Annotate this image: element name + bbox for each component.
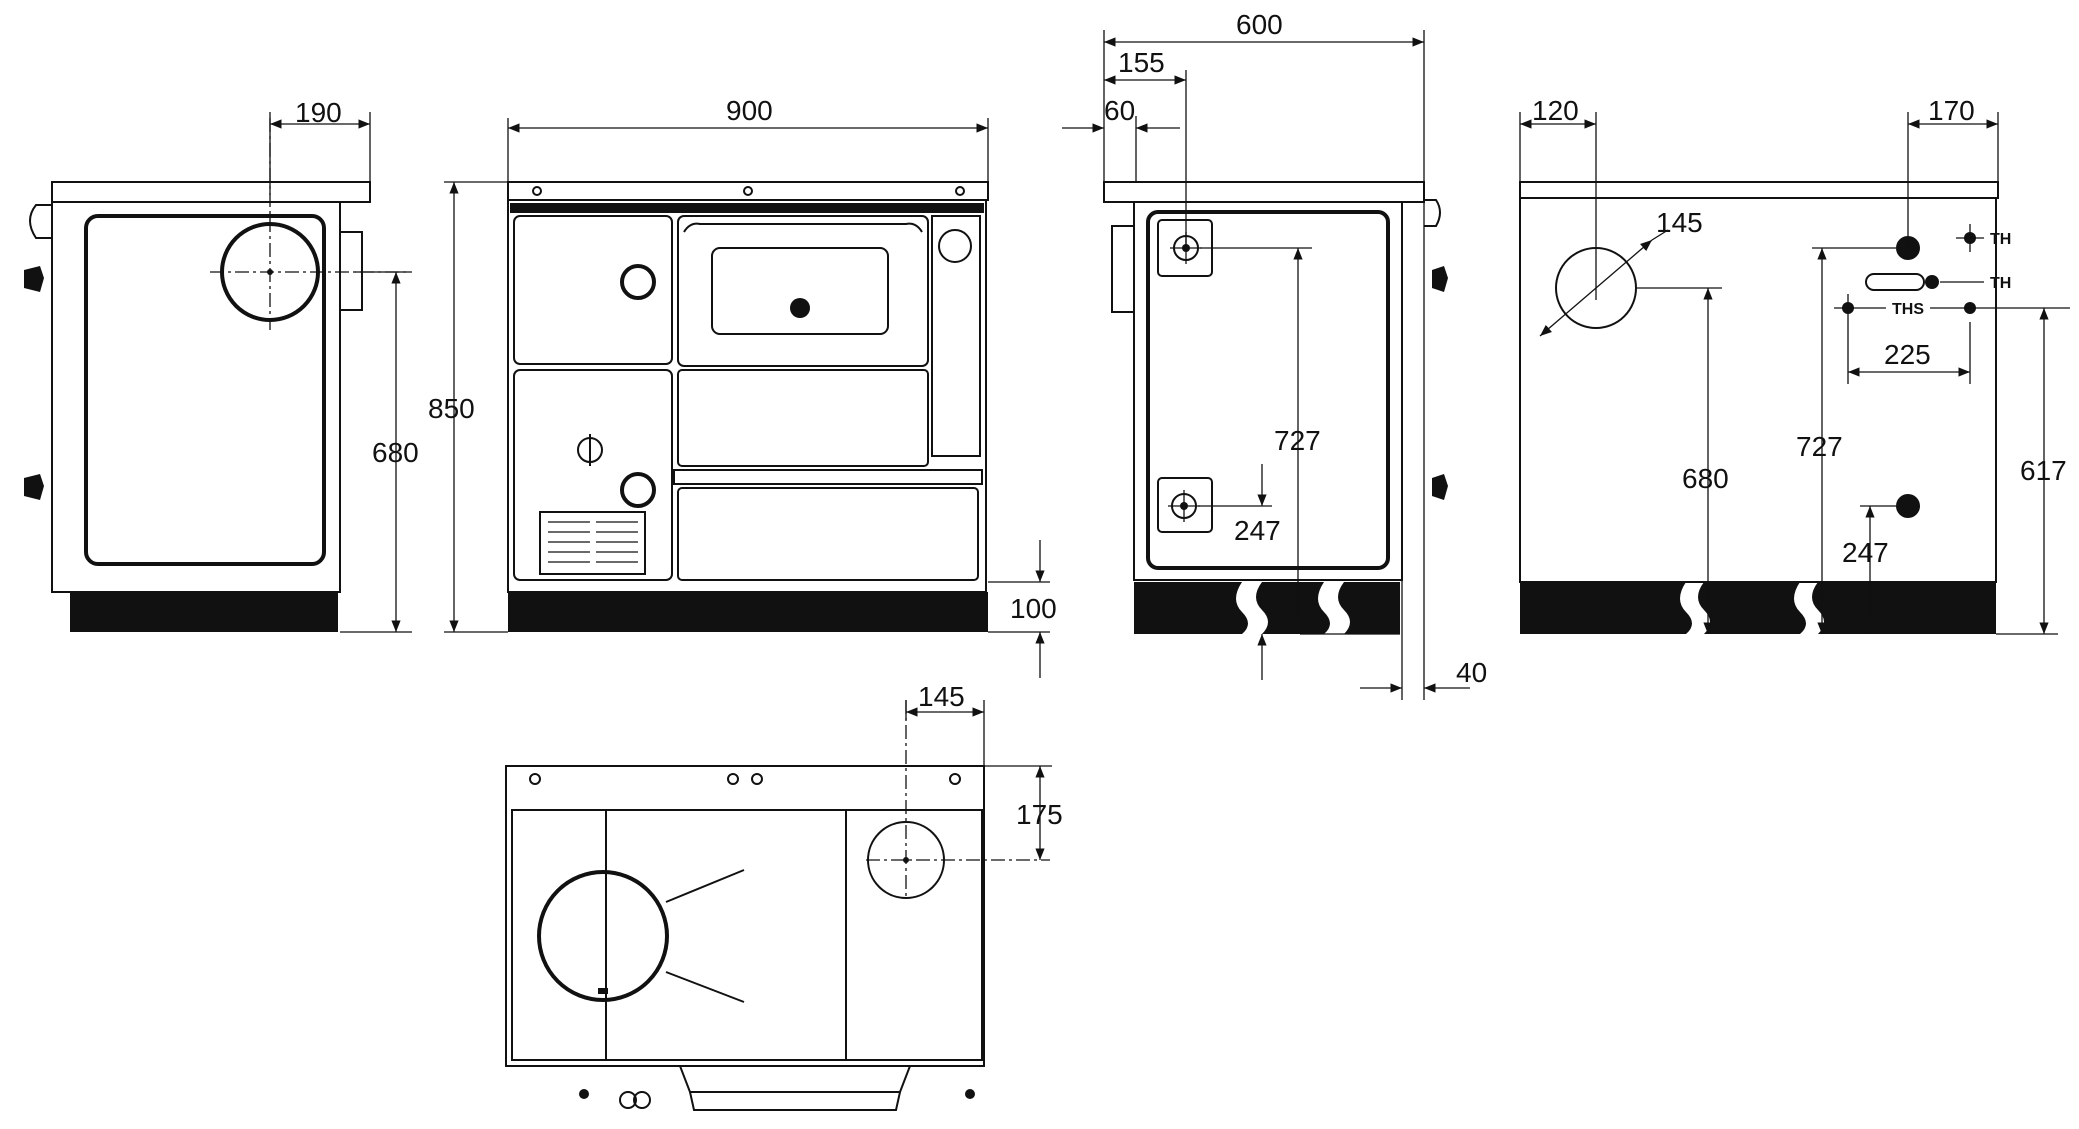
dim-40: 40 — [1456, 657, 1487, 688]
fire-door — [513, 215, 673, 365]
door-knob-icon — [620, 264, 656, 300]
door-knob-icon — [620, 472, 656, 508]
dim-727: 727 — [1274, 425, 1321, 456]
hinge-icon — [24, 266, 44, 292]
handle-icon — [1424, 199, 1441, 227]
dim-900: 900 — [726, 95, 773, 126]
front-view: 900 850 100 — [428, 95, 1057, 678]
hinge-icon — [1432, 266, 1448, 292]
dim-175: 175 — [1016, 799, 1063, 830]
dim-247: 247 — [1234, 515, 1281, 546]
oven-handle — [683, 222, 923, 233]
thermometer-icon — [790, 298, 810, 318]
dim-145: 145 — [1656, 207, 1703, 238]
dim-120: 120 — [1532, 95, 1579, 126]
ash-door — [513, 369, 673, 581]
handle-icon — [29, 204, 52, 239]
dim-155: 155 — [1118, 47, 1165, 78]
oven-window — [711, 247, 889, 335]
side-panel — [1146, 210, 1390, 570]
hinge-icon — [24, 474, 44, 500]
dim-850: 850 — [428, 393, 475, 424]
dim-170: 170 — [1928, 95, 1975, 126]
side-view-left: 190 680 — [24, 97, 419, 633]
side-panel — [84, 214, 326, 566]
dim-617: 617 — [2020, 455, 2067, 486]
dim-100: 100 — [1010, 593, 1057, 624]
label-th-top: TH — [1990, 231, 2011, 248]
dim-727: 727 — [1796, 431, 1843, 462]
hinge-icon — [1432, 474, 1448, 500]
dim-190: 190 — [295, 97, 342, 128]
label-th-mid: TH — [1990, 275, 2011, 292]
hotplate-ring — [537, 870, 669, 1002]
dim-680: 680 — [372, 437, 419, 468]
label-ths: THS — [1892, 301, 1924, 318]
cooktop-edge — [51, 181, 371, 203]
flue-stub — [339, 231, 363, 311]
dim-225: 225 — [1884, 339, 1931, 370]
front-plinth — [508, 592, 988, 632]
dim-600: 600 — [1236, 9, 1283, 40]
dim-247: 247 — [1842, 537, 1889, 568]
dim-145: 145 — [918, 681, 965, 712]
side-body — [51, 201, 341, 593]
oven-door — [677, 215, 929, 367]
side-view-right: 600 155 60 727 247 40 — [1062, 9, 1487, 700]
dim-680: 680 — [1682, 463, 1729, 494]
dim-60: 60 — [1104, 95, 1135, 126]
storage-drawer — [677, 487, 979, 581]
air-vent-grille — [539, 511, 646, 575]
connection-plate — [1157, 477, 1213, 533]
rear-view: 145 TH TH THS 120 170 225 — [1519, 95, 2070, 635]
connection-dot — [1896, 494, 1920, 518]
plinth — [70, 592, 338, 632]
top-view: 145 175 — [505, 681, 1063, 1111]
temperature-gauge-icon — [938, 229, 972, 263]
ash-drawer-handle — [679, 1065, 911, 1093]
